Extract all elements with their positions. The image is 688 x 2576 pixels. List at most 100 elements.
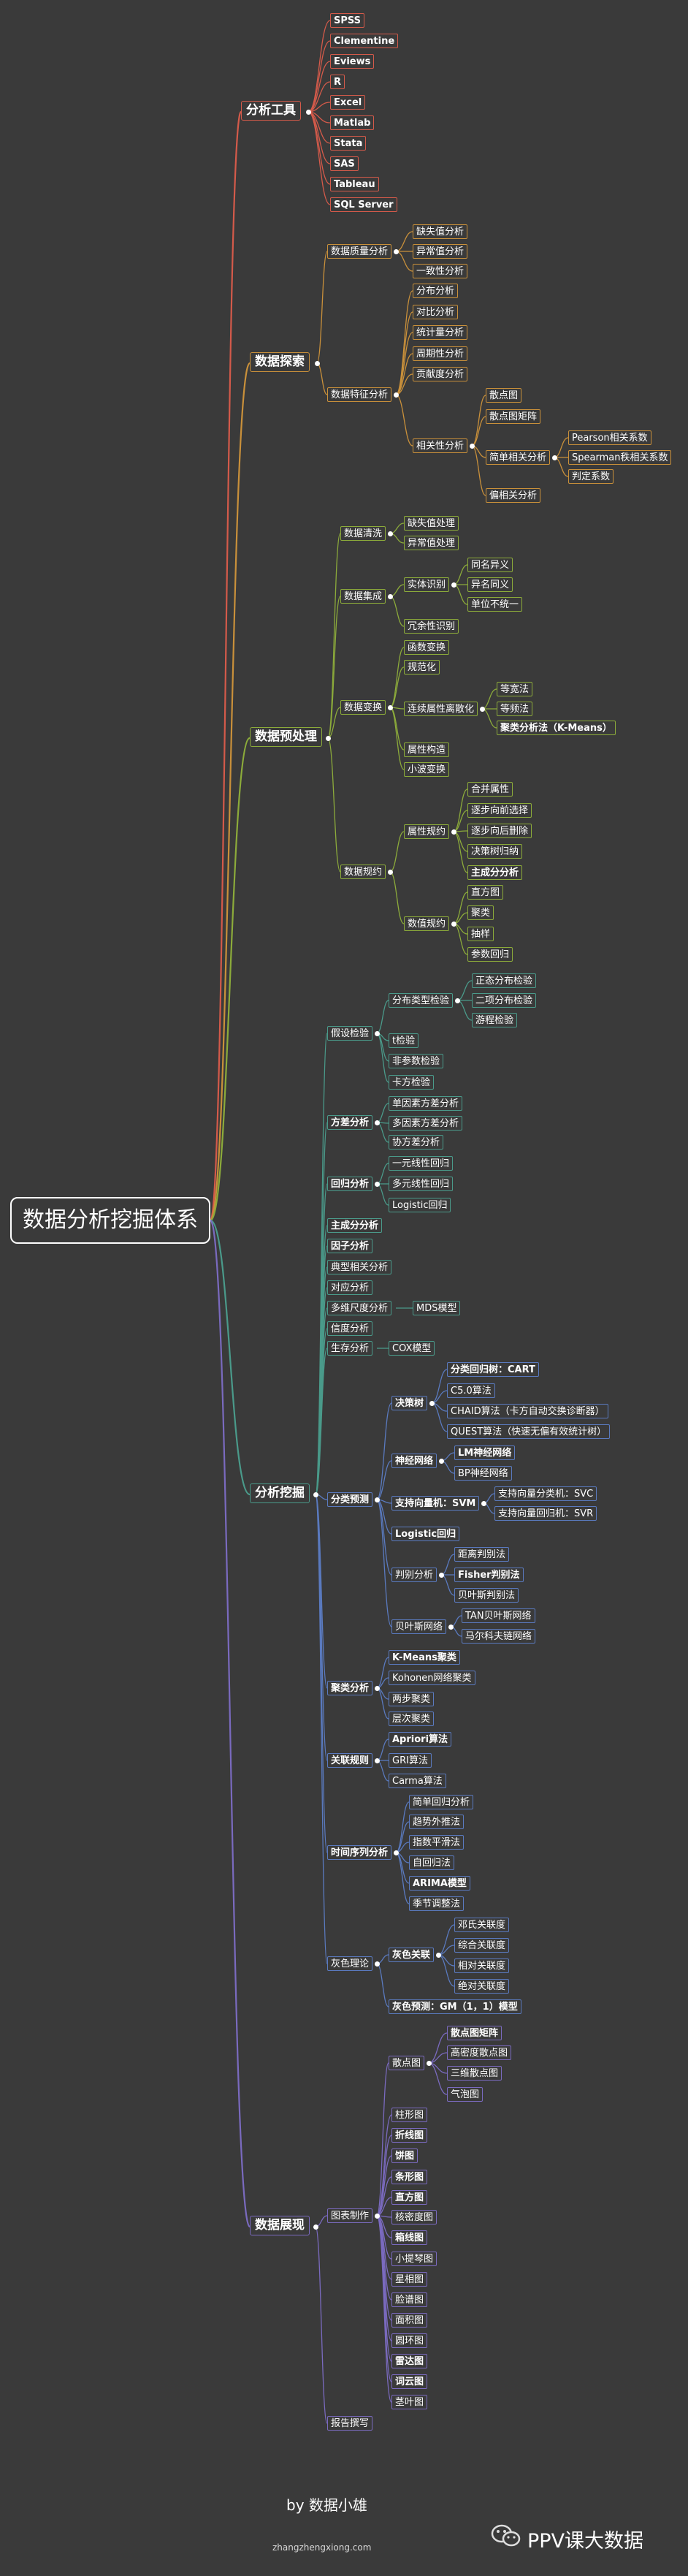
item-carma[interactable]: Carma算法 (389, 1774, 446, 1788)
item-prep-reduce-num-items-0[interactable]: 直方图 (467, 885, 504, 900)
branch-analysis-tools[interactable]: 分析工具 (241, 101, 301, 121)
node-attribute-reduction[interactable]: 属性规约 (404, 824, 450, 839)
item-prep-reduce-attr-items-3[interactable]: 决策树归纳 (467, 844, 523, 859)
item-prep-reduce-num-items-1[interactable]: 聚类 (467, 905, 494, 920)
node-cluster[interactable]: 聚类分析 (327, 1681, 373, 1695)
item-k-means[interactable]: K-Means聚类 (389, 1650, 460, 1665)
item-mining-grey-relation-items-2[interactable]: 相对关联度 (454, 1958, 510, 1973)
node-correlation-analysis[interactable]: 相关性分析 (413, 438, 468, 453)
item-prep-reduce-attr-items-1[interactable]: 逐步向前选择 (467, 803, 532, 818)
item-explore-feature-items-1[interactable]: 对比分析 (413, 305, 459, 319)
node-distribution-test[interactable]: 分布类型检验 (389, 993, 454, 1008)
item-mining-regression-items-1[interactable]: 多元线性回归 (389, 1177, 454, 1191)
item-cox-model[interactable]: COX模型 (389, 1341, 435, 1356)
item-display-charts-items-1[interactable]: 折线图 (391, 2128, 428, 2143)
item-partial-correlation[interactable]: 偏相关分析 (486, 488, 541, 503)
item-redundancy[interactable]: 冗余性识别 (404, 619, 459, 634)
node-numerosity-reduction[interactable]: 数值规约 (404, 916, 450, 931)
item-display-charts-items-4[interactable]: 直方图 (391, 2190, 428, 2205)
node-regression[interactable]: 回归分析 (327, 1177, 373, 1191)
node-entity-recognition[interactable]: 实体识别 (404, 577, 450, 592)
item-mining-hypothesis-dist-items-0[interactable]: 正态分布检验 (472, 973, 537, 988)
item-display-charts-items-9[interactable]: 脸谱图 (391, 2292, 428, 2307)
item-explore-quality-items-0[interactable]: 缺失值分析 (413, 224, 468, 239)
item-mining-hypothesis-dist-items-1[interactable]: 二项分布检验 (472, 993, 537, 1008)
item-explore-feature-items-4[interactable]: 贡献度分析 (413, 367, 468, 381)
item-explore-feature-items-2[interactable]: 统计量分析 (413, 325, 468, 340)
item-prep-reduce-num-items-2[interactable]: 抽样 (467, 927, 494, 941)
item-mining-anova-items-0[interactable]: 单因素方差分析 (389, 1096, 463, 1111)
item-stata[interactable]: Stata (330, 136, 367, 151)
item-display-charts-items-3[interactable]: 条形图 (391, 2170, 428, 2184)
node-grey-relation[interactable]: 灰色关联 (389, 1948, 435, 1962)
node-grey-theory[interactable]: 灰色理论 (327, 1956, 373, 1971)
node-association[interactable]: 关联规则 (327, 1753, 373, 1768)
item-k-means[interactable]: 聚类分析法（K-Means） (497, 721, 616, 735)
item-prep-transform-discretize-items-1[interactable]: 等频法 (497, 702, 533, 716)
node-simple-correlation[interactable]: 简单相关分析 (486, 450, 551, 465)
item-prep-reduce-attr-items-2[interactable]: 逐步向后删除 (467, 824, 532, 838)
node-chart-making[interactable]: 图表制作 (327, 2208, 373, 2223)
item-eviews[interactable]: Eviews (330, 54, 375, 69)
item-mining-classification-discriminant-items-0[interactable]: 距离判别法 (454, 1547, 510, 1562)
item-mining-classification-discriminant-items-2[interactable]: 贝叶斯判别法 (454, 1588, 519, 1603)
node-data-integration[interactable]: 数据集成 (340, 589, 386, 604)
item-spearman[interactable]: Spearman秩相关系数 (568, 450, 672, 465)
item-display-charts-items-0[interactable]: 柱形图 (391, 2108, 428, 2122)
item-prep-integrate-entity-items-1[interactable]: 异名同义 (467, 577, 513, 592)
node-bayes-network[interactable]: 贝叶斯网络 (391, 1619, 447, 1634)
item-display-charts-items-11[interactable]: 圆环图 (391, 2333, 428, 2348)
item-quest[interactable]: QUEST算法（快速无偏有效统计树） (447, 1424, 611, 1439)
item-display-charts-items-8[interactable]: 星相图 (391, 2272, 428, 2287)
item-scatter-matrix[interactable]: 散点图矩阵 (486, 409, 541, 424)
item-spss[interactable]: SPSS (330, 13, 365, 28)
item-display-charts-items-13[interactable]: 词云图 (391, 2374, 428, 2389)
item-mining-timeseries-items-0[interactable]: 简单回归分析 (409, 1795, 474, 1809)
branch-analysis-mining[interactable]: 分析挖掘 (250, 1483, 310, 1503)
item-prep-integrate-entity-items-0[interactable]: 同名异义 (467, 558, 513, 572)
node-survival[interactable]: 生存分析 (327, 1341, 373, 1356)
branch-data-display[interactable]: 数据展现 (250, 2216, 310, 2235)
item-mining-regression-items-0[interactable]: 一元线性回归 (389, 1156, 454, 1171)
item-display-charts-scatter-items-2[interactable]: 三维散点图 (447, 2066, 502, 2081)
item-mining-grey-relation-items-1[interactable]: 综合关联度 (454, 1938, 510, 1953)
item-apriori[interactable]: Apriori算法 (389, 1732, 452, 1747)
item-display-charts-items-10[interactable]: 面积图 (391, 2313, 428, 2328)
item-mining-timeseries-items-5[interactable]: 季节调整法 (409, 1896, 465, 1911)
node-anova[interactable]: 方差分析 (327, 1115, 373, 1130)
item-sas[interactable]: SAS (330, 156, 359, 171)
item-excel[interactable]: Excel (330, 95, 366, 110)
item-mining-hypothesis-dist-items-2[interactable]: 游程检验 (472, 1013, 518, 1027)
item-clementine[interactable]: Clementine (330, 34, 399, 48)
item-prep-clean-items-1[interactable]: 异常值处理 (404, 536, 459, 550)
item-cart[interactable]: 分类回归树：CART (447, 1362, 539, 1377)
item-prep-reduce-attr-items-0[interactable]: 合并属性 (467, 782, 513, 797)
item-mining-hypothesis-items-2[interactable]: 卡方检验 (389, 1075, 435, 1090)
item-matlab[interactable]: Matlab (330, 115, 375, 130)
item-prep-reduce-num-items-3[interactable]: 参数回归 (467, 947, 513, 962)
item-explore-quality-items-2[interactable]: 一致性分析 (413, 264, 468, 278)
item-display-charts-scatter-items-0[interactable]: 散点图矩阵 (447, 2026, 502, 2040)
node-data-transformation[interactable]: 数据变换 (340, 700, 386, 715)
item-prep-transform-items1-1[interactable]: 规范化 (404, 660, 440, 675)
item-svc[interactable]: 支持向量分类机：SVC (494, 1486, 597, 1501)
item-fisher[interactable]: Fisher判别法 (454, 1568, 524, 1582)
item-mining-timeseries-items-2[interactable]: 指数平滑法 (409, 1835, 465, 1850)
item-mining-anova-items-2[interactable]: 协方差分析 (389, 1135, 444, 1150)
node-scatter-chart[interactable]: 散点图 (389, 2056, 425, 2070)
item-mining-cluster-items-3[interactable]: 层次聚类 (389, 1711, 435, 1726)
item-explore-quality-items-1[interactable]: 异常值分析 (413, 244, 468, 259)
item-explore-feature-corr-simple-items-2[interactable]: 判定系数 (568, 469, 614, 484)
item-display-charts-scatter-items-3[interactable]: 气泡图 (447, 2087, 483, 2102)
item-t[interactable]: t检验 (389, 1033, 419, 1048)
item-gm-model[interactable]: 灰色预测：GM（1，1）模型 (389, 1999, 521, 2014)
item-svr[interactable]: 支持向量回归机：SVR (494, 1506, 597, 1521)
item-report-writing[interactable]: 报告撰写 (327, 2416, 373, 2431)
item-factor[interactable]: 因子分析 (327, 1239, 373, 1253)
item-display-charts-items-6[interactable]: 箱线图 (391, 2230, 428, 2245)
node-data-reduction[interactable]: 数据规约 (340, 865, 386, 879)
item-canonical[interactable]: 典型相关分析 (327, 1260, 392, 1274)
item-explore-feature-items-3[interactable]: 周期性分析 (413, 346, 468, 361)
node-decision-tree[interactable]: 决策树 (391, 1396, 428, 1410)
item-display-charts-items-2[interactable]: 饼图 (391, 2148, 418, 2163)
